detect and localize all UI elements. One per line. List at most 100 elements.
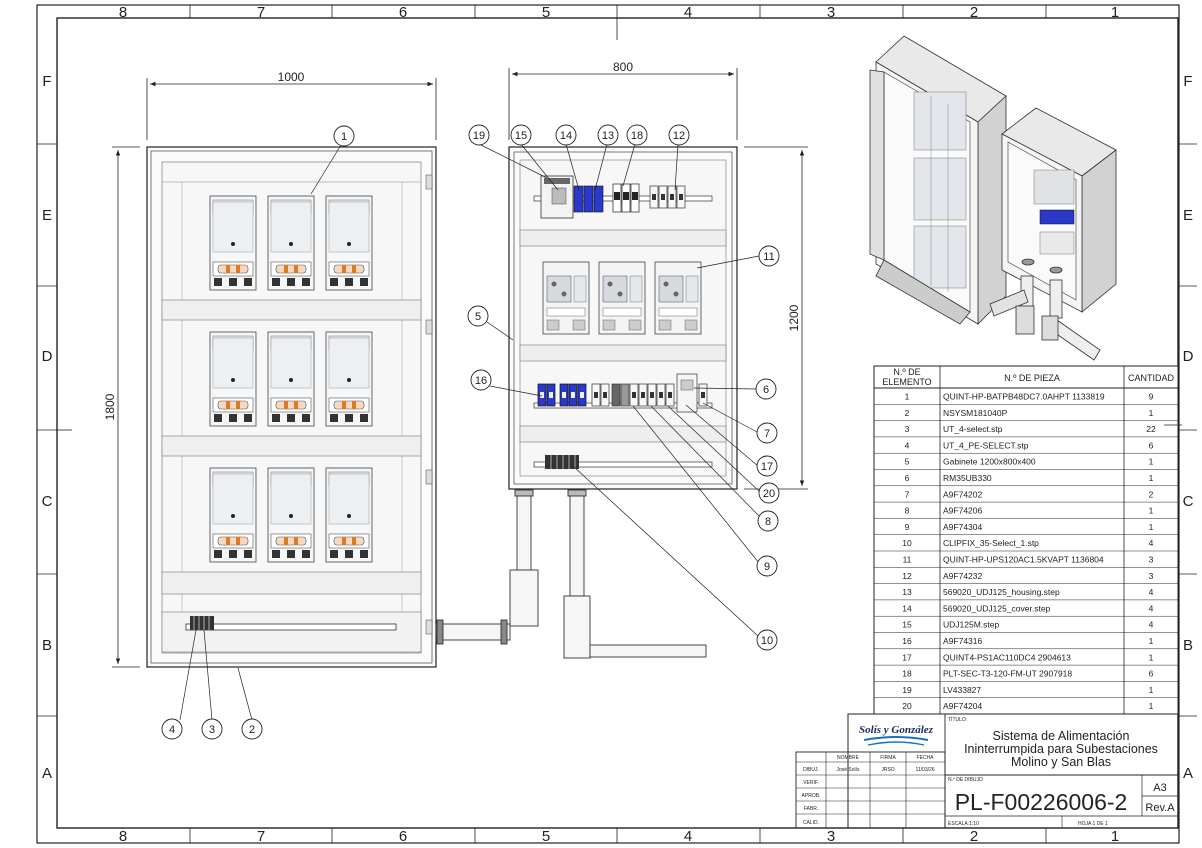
zone-col-7: 7 <box>257 4 265 21</box>
bom-part-number: UT_4-select.stp <box>943 424 1003 434</box>
bom-item-number: 1 <box>905 392 910 402</box>
dim-right-width: 800 <box>613 60 633 74</box>
tb-role: APROB. <box>802 793 821 799</box>
bom-part-number: UT_4_PE-SELECT.stp <box>943 440 1029 450</box>
bom-item-number: 4 <box>905 440 910 450</box>
leader-lines <box>179 143 762 721</box>
bom-quantity: 4 <box>1149 603 1154 613</box>
zone-col-8-bottom: 8 <box>119 828 127 845</box>
bom-part-number: A9F74204 <box>943 701 982 711</box>
bom-header-part: N.º DE PIEZA <box>1004 373 1060 383</box>
bom-item-number: 14 <box>902 603 912 613</box>
balloon-9: 9 <box>764 561 770 573</box>
balloons <box>161 124 780 740</box>
zone-col-1-bottom: 1 <box>1111 828 1119 845</box>
bom-quantity: 4 <box>1149 538 1154 548</box>
zone-dividers <box>37 5 1197 843</box>
tb-role: DIBUJ. <box>803 767 819 773</box>
balloon-20: 20 <box>763 488 775 500</box>
tb-role: CALID. <box>803 820 819 826</box>
zone-col-5: 5 <box>542 4 550 21</box>
dim-left-width: 1000 <box>278 70 305 84</box>
bom-item-number: 9 <box>905 522 910 532</box>
bom-part-number: A9F74232 <box>943 571 982 581</box>
zone-col-2: 2 <box>970 4 978 21</box>
battery-modules <box>209 195 373 563</box>
balloon-13: 13 <box>602 130 614 142</box>
col-nombre: NOMBRE <box>837 755 860 761</box>
bom-quantity: 6 <box>1149 669 1154 679</box>
isometric-view <box>869 35 1117 361</box>
zone-row-d-right: D <box>1183 348 1194 365</box>
bom-item-number: 5 <box>905 457 910 467</box>
bom-quantity: 1 <box>1149 701 1154 711</box>
bom-part-number: QUINT4-PS1AC110DC4 2904613 <box>943 652 1071 662</box>
bom-quantity: 1 <box>1149 685 1154 695</box>
bom-item-number: 16 <box>902 636 912 646</box>
bom-item-number: 20 <box>902 701 912 711</box>
balloon-15: 15 <box>515 130 527 142</box>
balloon-10: 10 <box>761 635 773 647</box>
bom-item-number: 13 <box>902 587 912 597</box>
balloon-1: 1 <box>341 131 347 143</box>
zone-row-e-right: E <box>1183 207 1193 224</box>
drawing-title-line-2: Ininterrumpida para Subestaciones <box>964 742 1158 756</box>
bom-header-item-2: ELEMENTO <box>882 377 931 387</box>
balloon-11: 11 <box>763 251 774 263</box>
zone-col-7-bottom: 7 <box>257 828 265 845</box>
bom-part-number: NSYSM181040P <box>943 408 1008 418</box>
dimension-lines <box>112 68 808 668</box>
zone-col-2-bottom: 2 <box>970 828 978 845</box>
bom-item-number: 10 <box>902 538 912 548</box>
bom-quantity: 3 <box>1149 571 1154 581</box>
bom-part-number: 569020_UDJ125_housing.step <box>943 587 1060 597</box>
zone-col-1: 1 <box>1111 4 1119 21</box>
bom-item-number: 6 <box>905 473 910 483</box>
balloon-4: 4 <box>169 724 175 736</box>
bom-item-number: 7 <box>905 489 910 499</box>
bom-part-number: QUINT-HP-BATPB48DC7.0AHPT 1133819 <box>943 392 1105 402</box>
zone-row-b-right: B <box>1183 637 1193 654</box>
balloon-3: 3 <box>209 724 215 736</box>
zone-row-d: D <box>42 348 53 365</box>
balloon-18: 18 <box>631 130 643 142</box>
bom-part-number: RM35UB330 <box>943 473 992 483</box>
drawing-title-line-1: Sistema de Alimentación <box>993 729 1130 743</box>
zone-labels-right: F E D C B A <box>1183 73 1194 782</box>
balloon-12: 12 <box>673 130 685 142</box>
zone-col-8: 8 <box>119 4 127 21</box>
bom-part-number: A9F74202 <box>943 489 982 499</box>
zone-row-a: A <box>42 765 52 782</box>
bom-item-number: 18 <box>902 669 912 679</box>
zone-col-4: 4 <box>684 4 692 21</box>
balloon-2: 2 <box>249 724 255 736</box>
revision: Rev.A <box>1145 802 1175 814</box>
bom-quantity: 4 <box>1149 587 1154 597</box>
drawing-number: PL-F00226006-2 <box>955 789 1128 815</box>
sheet-number: HOJA 1 DE 1 <box>1078 821 1108 827</box>
bom-item-number: 3 <box>905 424 910 434</box>
zone-row-f: F <box>42 73 51 90</box>
zone-labels-top: 8 7 6 5 4 3 2 1 <box>119 4 1119 21</box>
zone-labels-left: F E D C B A <box>42 73 53 782</box>
zone-col-3-bottom: 3 <box>827 828 835 845</box>
bom-part-number: A9F74316 <box>943 636 982 646</box>
tb-role: VERIF. <box>803 780 819 786</box>
scale: ESCALA:1:10 <box>948 821 979 827</box>
tb-role: FABR. <box>804 806 818 812</box>
drawing-number-label: N.º DE DIBUJO <box>948 777 983 783</box>
bom-quantity: 1 <box>1149 473 1154 483</box>
bom-quantity: 4 <box>1149 620 1154 630</box>
zone-row-e: E <box>42 207 52 224</box>
zone-col-6: 6 <box>399 4 407 21</box>
bom-quantity: 3 <box>1149 555 1154 565</box>
bom-quantity: 1 <box>1149 522 1154 532</box>
bom-item-number: 2 <box>905 408 910 418</box>
title-block <box>795 713 1179 829</box>
balloon-5: 5 <box>475 311 481 323</box>
bom-header-qty: CANTIDAD <box>1128 373 1175 383</box>
zone-row-f-right: F <box>1183 73 1192 90</box>
balloon-6: 6 <box>763 384 769 396</box>
